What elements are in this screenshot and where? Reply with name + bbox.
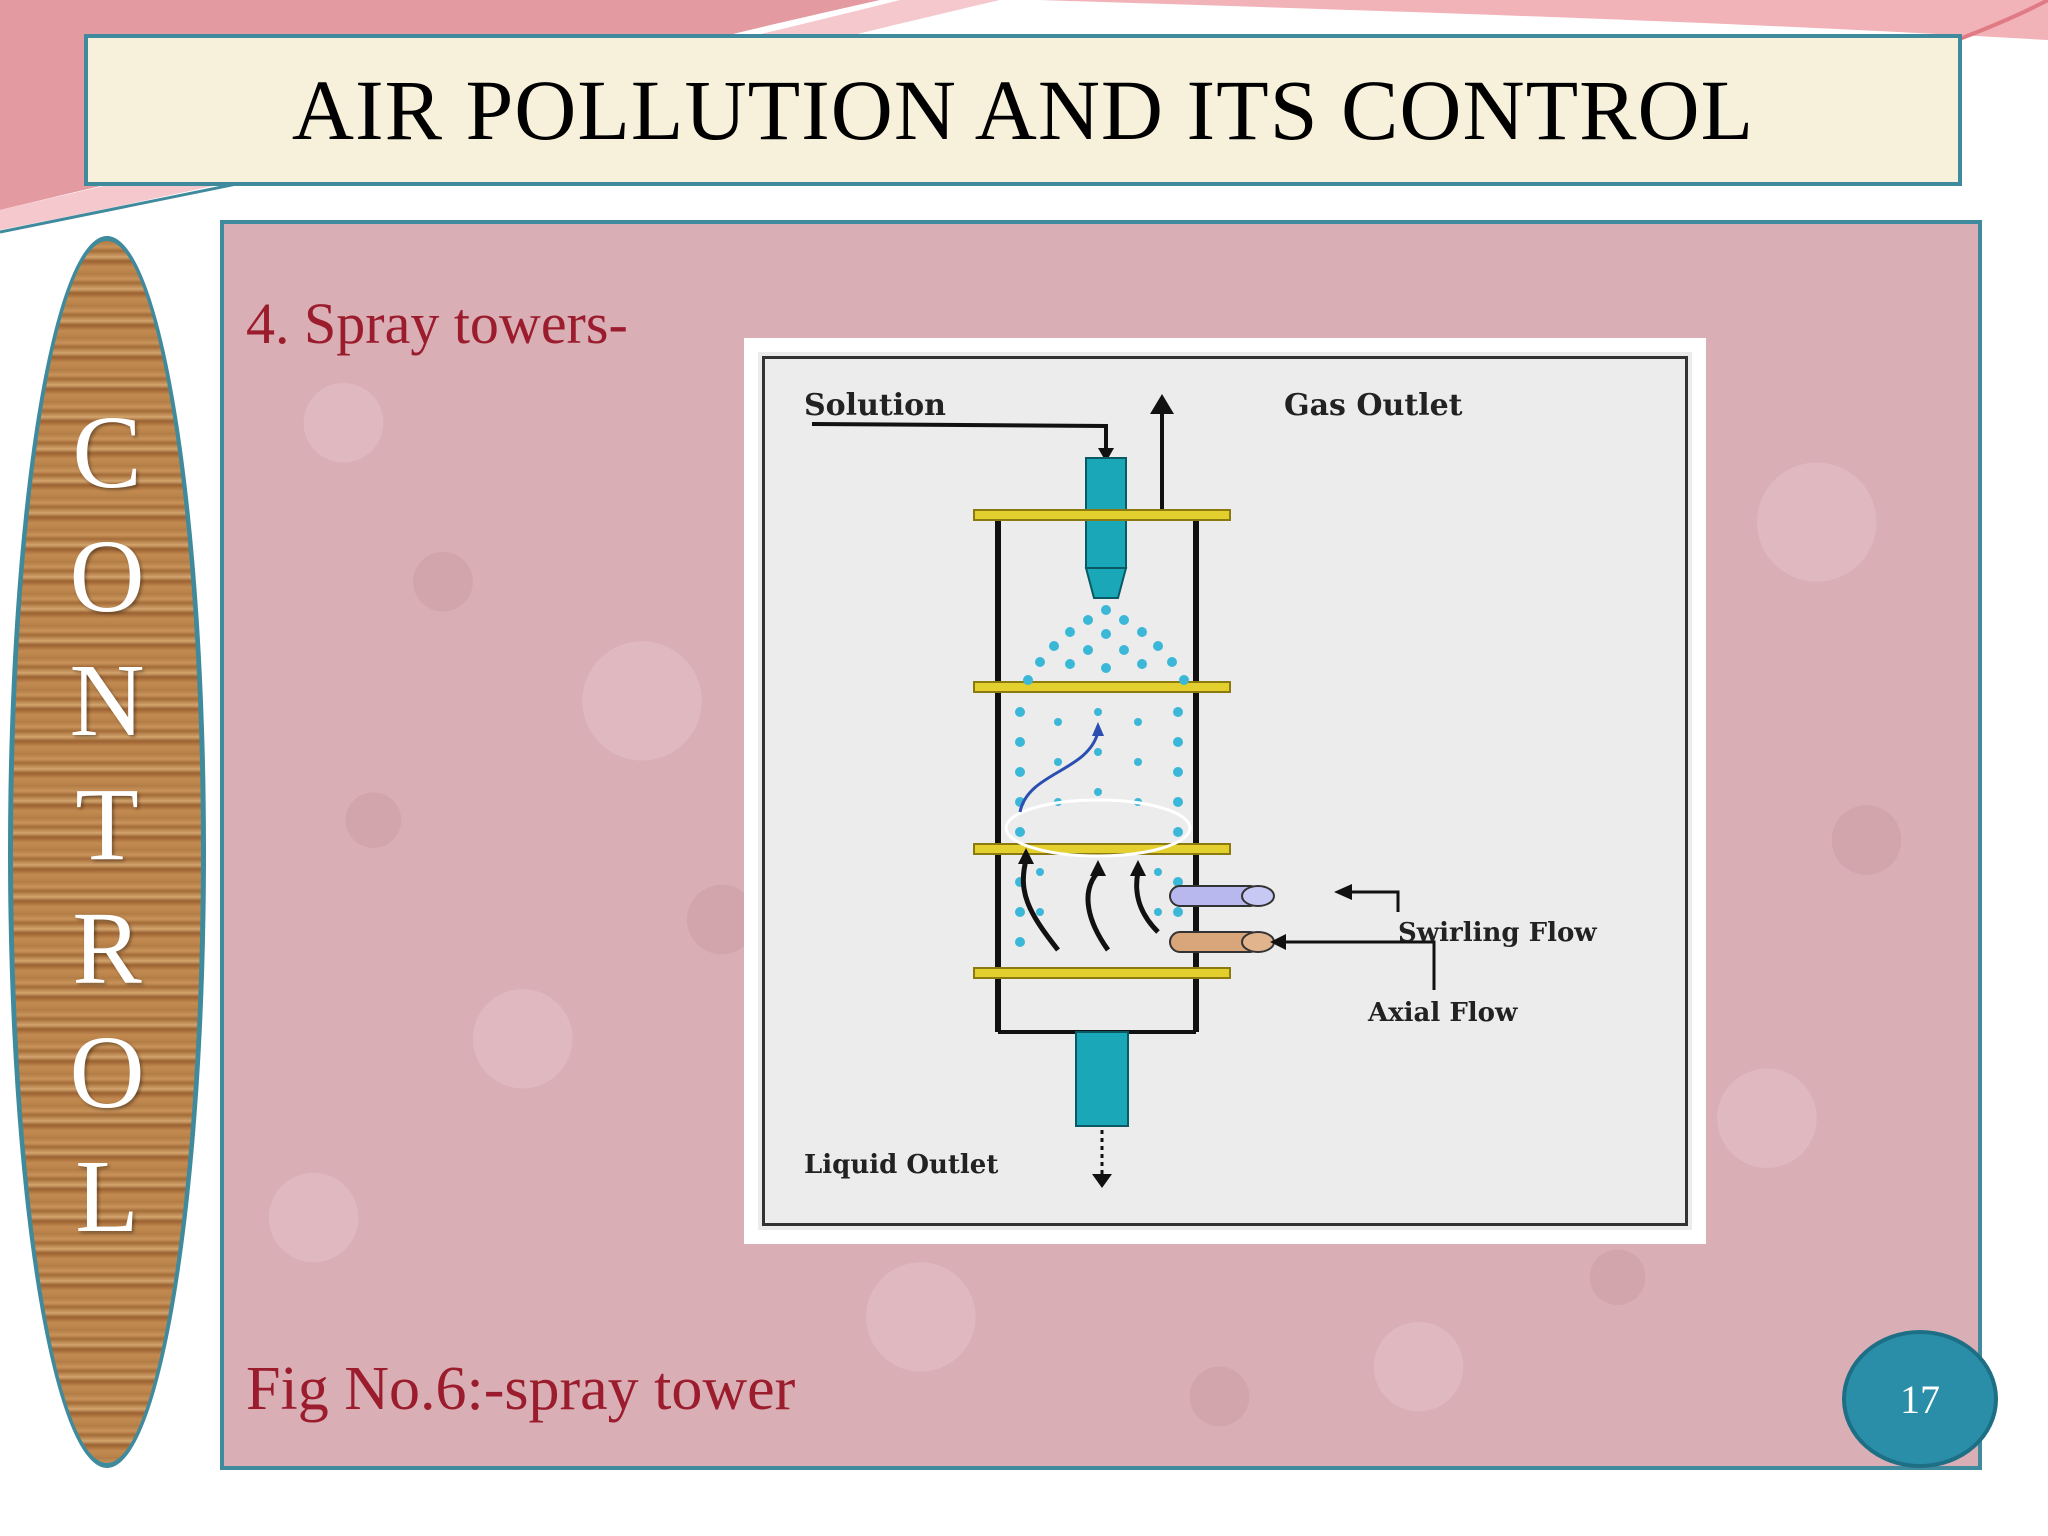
label-solution: Solution [804, 388, 946, 423]
banner-letter: C [72, 395, 142, 510]
page-number-badge: 17 [1842, 1330, 1998, 1468]
banner-letter: O [69, 1015, 145, 1130]
spray-tower-diagram [811, 394, 1436, 1188]
banner-letter: T [75, 767, 139, 882]
title-box: AIR POLLUTION AND ITS CONTROL [84, 34, 1962, 186]
banner-letter: N [69, 643, 145, 758]
page-number: 17 [1900, 1376, 1940, 1422]
banner-letter: R [72, 891, 142, 1006]
banner-letters: C O N T R O L [13, 391, 201, 1259]
control-side-banner: C O N T R O L [8, 236, 206, 1468]
label-gas-outlet: Gas Outlet [1284, 388, 1463, 423]
slide-title: AIR POLLUTION AND ITS CONTROL [291, 62, 1755, 158]
banner-letter: L [75, 1139, 139, 1254]
figure-caption: Fig No.6:-spray tower [246, 1355, 796, 1423]
label-axial-flow: Axial Flow [1368, 998, 1518, 1028]
banner-letter: O [69, 519, 145, 634]
spray-tower-figure: Solution Gas Outlet Swirling Flow Axial … [744, 338, 1706, 1244]
content-panel: 4. Spray towers- [220, 220, 1982, 1470]
label-swirling-flow: Swirling Flow [1398, 918, 1597, 948]
section-heading: 4. Spray towers- [246, 291, 628, 356]
texture-background [268, 382, 1902, 1427]
figure-frame [762, 356, 1688, 1226]
label-liquid-outlet: Liquid Outlet [804, 1150, 999, 1180]
